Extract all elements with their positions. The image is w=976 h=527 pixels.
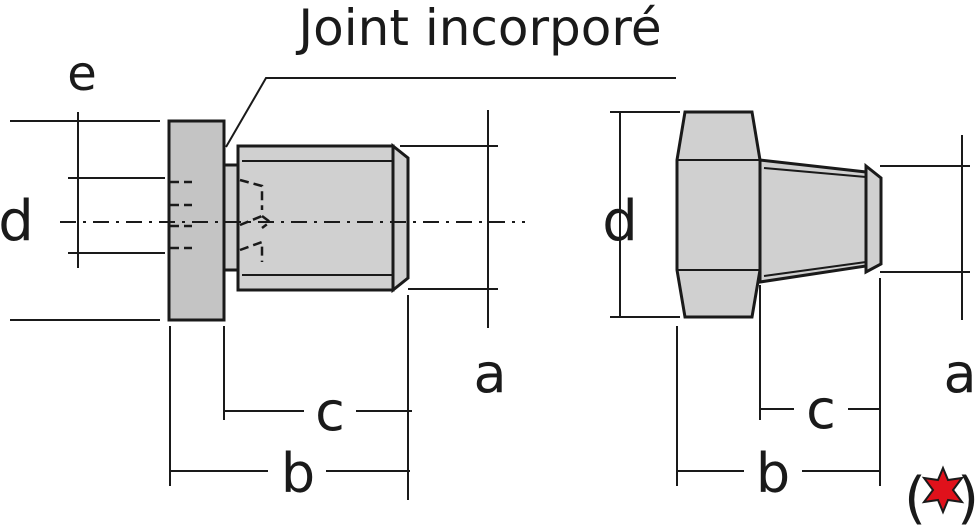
badge-paren-close: ): [957, 466, 976, 527]
left-threaded-body: [236, 144, 395, 292]
left-label-e: e: [67, 46, 97, 102]
title-leader-line: [225, 77, 676, 148]
right-hex-head: [675, 110, 762, 319]
star-icon: [921, 465, 965, 515]
left-chamfer-tip: [391, 142, 410, 294]
left-label-d: d: [0, 189, 34, 254]
right-label-b: b: [756, 442, 790, 505]
left-flange: [167, 119, 226, 322]
left-label-b: b: [281, 442, 315, 505]
left-hidden-socket: [239, 178, 273, 262]
left-label-c: c: [315, 380, 345, 443]
right-chamfer-tip: [864, 162, 883, 275]
right-label-a: a: [943, 342, 976, 405]
right-thread-line-bottom: [763, 261, 867, 277]
right-thread-line-top: [763, 167, 867, 178]
star-badge: ( ): [904, 465, 976, 527]
right-view: d a c b: [602, 110, 976, 505]
badge-paren-open: (: [904, 466, 926, 527]
right-label-d: d: [602, 189, 638, 254]
left-view: e d a c b: [0, 46, 525, 505]
left-label-a: a: [473, 342, 506, 405]
title-joint-incorpore: Joint incorporé: [295, 0, 661, 57]
right-label-c: c: [806, 378, 836, 441]
